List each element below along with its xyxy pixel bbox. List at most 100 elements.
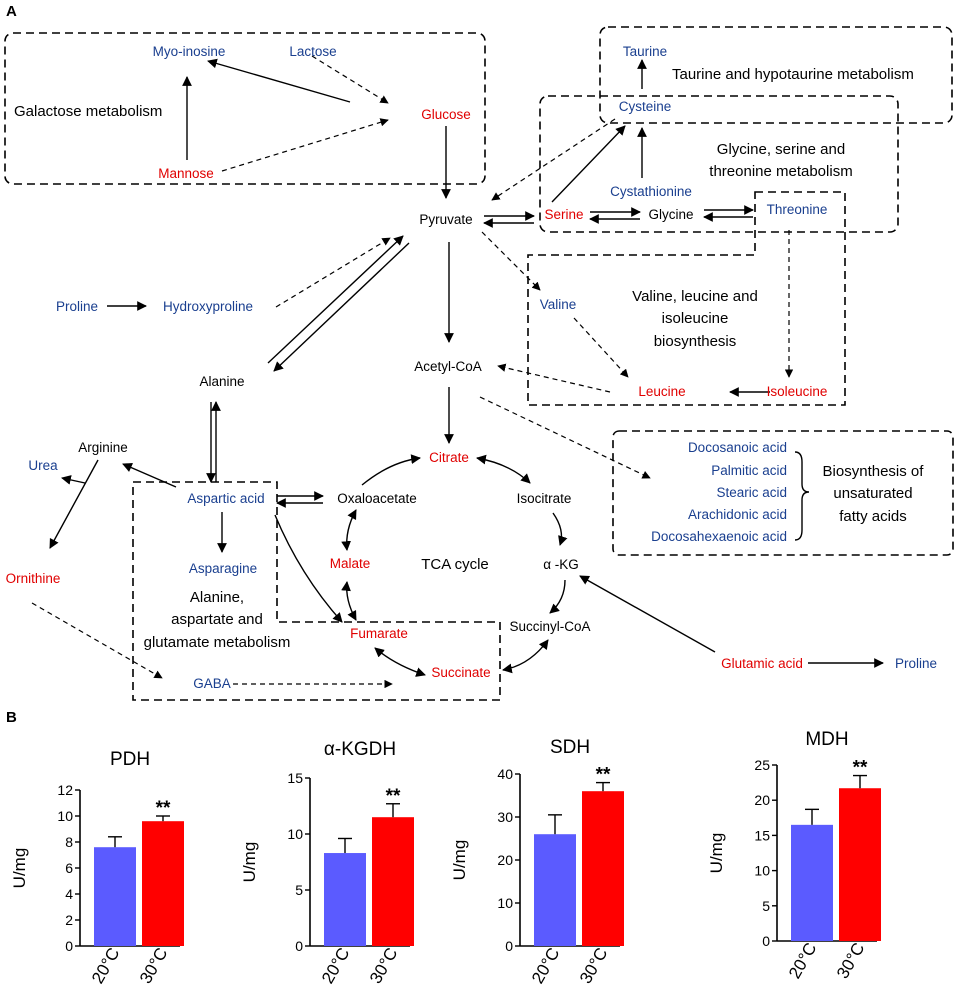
label-cysteine: Cysteine [619, 99, 672, 114]
arrow-ornithine-gaba [31, 602, 163, 679]
significance-mark: ** [156, 798, 171, 819]
label-acetyl-coa: Acetyl-CoA [414, 359, 482, 374]
label-hydroxyproline: Hydroxyproline [163, 299, 253, 314]
category-label: 20°C [528, 945, 563, 987]
y-tick-label: 6 [65, 860, 73, 876]
bar-20c [534, 834, 576, 946]
arrow-valine-leucine [573, 317, 629, 378]
y-tick-label: 12 [57, 782, 73, 798]
y-axis-label: U/mg [450, 840, 469, 881]
y-tick-label: 20 [754, 792, 770, 808]
y-tick-label: 5 [762, 898, 770, 914]
arrow-alanine-pyruvate [267, 235, 404, 364]
pathway-aag-1: Alanine, [190, 589, 244, 606]
label-arachidonic: Arachidonic acid [688, 507, 787, 522]
arrow-arginine-urea [61, 475, 86, 485]
y-tick-label: 30 [497, 809, 513, 825]
bar-20c [94, 847, 136, 946]
y-axis-label: U/mg [10, 848, 29, 889]
box-alanine-aspartate [132, 481, 501, 701]
arrow-cysteine-pyruvate [491, 118, 616, 201]
pathway-ufa-1: Biosynthesis of [823, 463, 925, 480]
arrow-oxaloacetate-citrate [361, 454, 421, 486]
label-urea: Urea [28, 458, 58, 473]
box-fatty-acids [612, 430, 954, 556]
y-tick-label: 4 [65, 886, 73, 902]
y-tick-label: 0 [295, 938, 303, 954]
pathway-gst-1: Glycine, serine and [717, 141, 845, 158]
label-asparagine: Asparagine [189, 561, 257, 576]
category-label: 20°C [88, 945, 123, 987]
arrow-glucose-myoinosine [207, 58, 351, 103]
category-label: 30°C [136, 945, 171, 987]
label-akg: α -KG [543, 557, 579, 572]
arrow-citrate-isocitrate [476, 454, 531, 484]
label-glucose: Glucose [421, 107, 471, 122]
y-tick-label: 15 [754, 827, 770, 843]
tca-cycle-arrows [341, 454, 568, 677]
y-tick-label: 0 [65, 938, 73, 954]
pathway-arrows [31, 55, 884, 689]
category-label: 20°C [318, 945, 353, 987]
bar-30c [142, 821, 184, 946]
box-glycine-serine [539, 95, 899, 233]
arrow-acetylcoa-fattyacids [479, 396, 651, 479]
bar-30c [839, 788, 881, 941]
significance-mark: ** [853, 758, 868, 779]
label-ornithine: Ornithine [6, 571, 61, 586]
arrow-hydroxyproline-pyruvate [275, 237, 391, 308]
fatty-acid-brace [794, 451, 810, 541]
label-palmitic: Palmitic acid [711, 463, 787, 478]
label-valine: Valine [540, 297, 577, 312]
pathway-ufa-2: unsaturated [833, 485, 912, 502]
label-succinate: Succinate [431, 665, 490, 680]
y-axis-label: U/mg [240, 842, 259, 883]
chart-title: α-KGDH [324, 739, 396, 760]
significance-mark: ** [386, 786, 401, 807]
pathway-diagram: A Galactose metabolism Taurine and hypot… [4, 3, 954, 701]
pathway-vli-3: biosynthesis [654, 333, 737, 350]
label-stearic: Stearic acid [716, 485, 787, 500]
y-tick-label: 0 [762, 933, 770, 949]
bar-30c [372, 817, 414, 946]
y-tick-label: 0 [505, 938, 513, 954]
label-taurine: Taurine [623, 44, 667, 59]
arrow-aspartic-arginine [122, 463, 177, 488]
y-tick-label: 10 [497, 895, 513, 911]
label-docosanoic: Docosanoic acid [688, 440, 787, 455]
arrow-pyruvate-alanine [273, 242, 410, 372]
metabolite-labels: Myo-inosine Lactose Glucose Mannose Pyru… [6, 44, 937, 691]
pathway-tca: TCA cycle [421, 556, 489, 573]
arrow-succinate-fumarate [374, 647, 426, 677]
label-docosahexaenoic: Docosahexaenoic acid [651, 529, 787, 544]
label-fumarate: Fumarate [350, 626, 408, 641]
arrow-mannose-glucose [221, 118, 389, 172]
label-isoleucine: Isoleucine [767, 384, 828, 399]
bar-30c [582, 791, 624, 946]
label-threonine: Threonine [767, 202, 828, 217]
pathway-galactose: Galactose metabolism [14, 103, 162, 120]
panel-label-b: B [6, 709, 17, 726]
pathway-ufa-3: fatty acids [839, 508, 907, 525]
label-citrate: Citrate [429, 450, 469, 465]
y-tick-label: 25 [754, 757, 770, 773]
pathway-vli-1: Valine, leucine and [632, 288, 758, 305]
arrow-pyruvate-valine [481, 231, 541, 291]
label-myo-inosine: Myo-inosine [153, 44, 226, 59]
arrow-akg-succinylcoa [549, 579, 566, 614]
arrow-fumarate-malate [341, 581, 357, 621]
y-tick-label: 20 [497, 852, 513, 868]
y-tick-label: 5 [295, 882, 303, 898]
y-tick-label: 2 [65, 912, 73, 928]
label-leucine: Leucine [638, 384, 685, 399]
arrow-arginine-ornithine [49, 459, 99, 549]
pathway-taurine: Taurine and hypotaurine metabolism [672, 66, 914, 83]
label-cystathionine: Cystathionine [610, 184, 692, 199]
arrow-aspartic-fumarate [274, 514, 343, 623]
label-malate: Malate [330, 556, 371, 571]
pathway-vli-2: isoleucine [662, 310, 729, 327]
y-tick-label: 10 [287, 826, 303, 842]
